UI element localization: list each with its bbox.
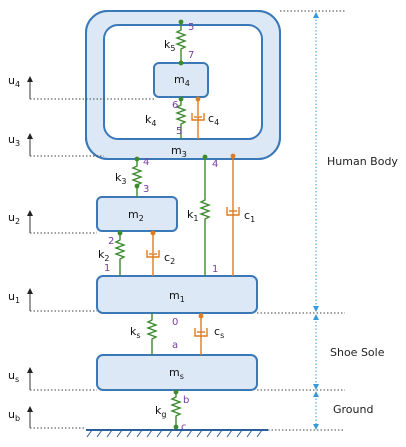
m3-frame (85, 10, 281, 160)
ms-label: ms (169, 366, 184, 381)
node-0-label: 0 (172, 317, 178, 328)
node-b (173, 389, 179, 395)
node-c (173, 424, 179, 430)
k5-spring (175, 22, 187, 63)
ub-indicator (27, 406, 86, 429)
ub-label: ub (8, 408, 20, 423)
u2-label: u2 (8, 211, 20, 226)
k3-spring (131, 159, 143, 197)
u1-indicator (27, 288, 97, 312)
node-6 (178, 96, 184, 102)
c4-damper (191, 97, 205, 139)
us-indicator (27, 367, 97, 391)
node-4-right-label: 4 (212, 159, 218, 170)
node-6-label: 6 (172, 100, 178, 111)
m1-block (96, 275, 258, 314)
u4-label: u4 (8, 74, 20, 89)
k5-label: k5 (164, 38, 175, 53)
node-7 (178, 60, 184, 66)
node-1-left-label: 1 (104, 263, 110, 274)
shoe-sole-arrow (313, 314, 319, 390)
node-4-left (134, 156, 140, 162)
region-dividers (257, 10, 345, 431)
node-2-label: 2 (108, 236, 114, 247)
k2-label: k2 (98, 248, 109, 263)
k2-spring (114, 231, 126, 276)
u2-indicator (27, 210, 97, 234)
cs-damper (194, 313, 208, 355)
node-a-label: a (172, 340, 178, 351)
ks-label: ks (130, 325, 141, 340)
node-7-label: 7 (188, 50, 194, 61)
k1-label: k1 (187, 208, 198, 223)
m3-label: m3 (171, 144, 187, 159)
c1-damper (226, 157, 240, 276)
ground-arrow (313, 391, 319, 430)
human-body-label: Human Body (327, 155, 398, 168)
m1-label: m1 (169, 289, 185, 304)
k4-spring (175, 97, 187, 139)
cs-label: cs (214, 325, 224, 340)
kg-label: kg (155, 404, 166, 419)
ground-hatch (86, 429, 268, 438)
cs-node-top (198, 313, 204, 319)
node-2 (117, 230, 123, 236)
node-3-label: 3 (143, 184, 149, 195)
node-4-right (202, 154, 208, 160)
c2-node-top (150, 230, 156, 236)
ks-spring (146, 313, 158, 355)
u1-label: u1 (8, 290, 20, 305)
node-1-right-label: 1 (212, 264, 218, 275)
c1-label: c1 (244, 209, 255, 224)
u3-label: u3 (8, 133, 20, 148)
node-3 (134, 183, 140, 189)
c2-label: c2 (164, 251, 175, 266)
c1-node-top (230, 153, 236, 159)
u4-indicator (27, 76, 154, 100)
k1-spring (199, 159, 211, 276)
m2-label: m2 (128, 208, 144, 223)
c4-label: c4 (208, 112, 219, 127)
human-body-arrow (313, 12, 319, 312)
shoe-sole-label: Shoe Sole (330, 346, 385, 359)
node-5-low-label: 5 (176, 126, 182, 137)
node-4-left-label: 4 (143, 157, 149, 168)
k4-label: k4 (145, 113, 156, 128)
node-5-top-label: 5 (188, 22, 194, 33)
node-b-label: b (183, 395, 189, 406)
ground-label: Ground (333, 403, 373, 416)
k3-label: k3 (115, 171, 126, 186)
node-c-label: c (181, 422, 187, 433)
c2-damper (146, 231, 160, 276)
node-5-top (178, 19, 184, 25)
m4-label: m4 (174, 73, 190, 88)
us-label: us (8, 369, 19, 384)
c4-node-top (195, 96, 201, 102)
u3-indicator (27, 133, 104, 157)
kg-spring (170, 390, 182, 428)
